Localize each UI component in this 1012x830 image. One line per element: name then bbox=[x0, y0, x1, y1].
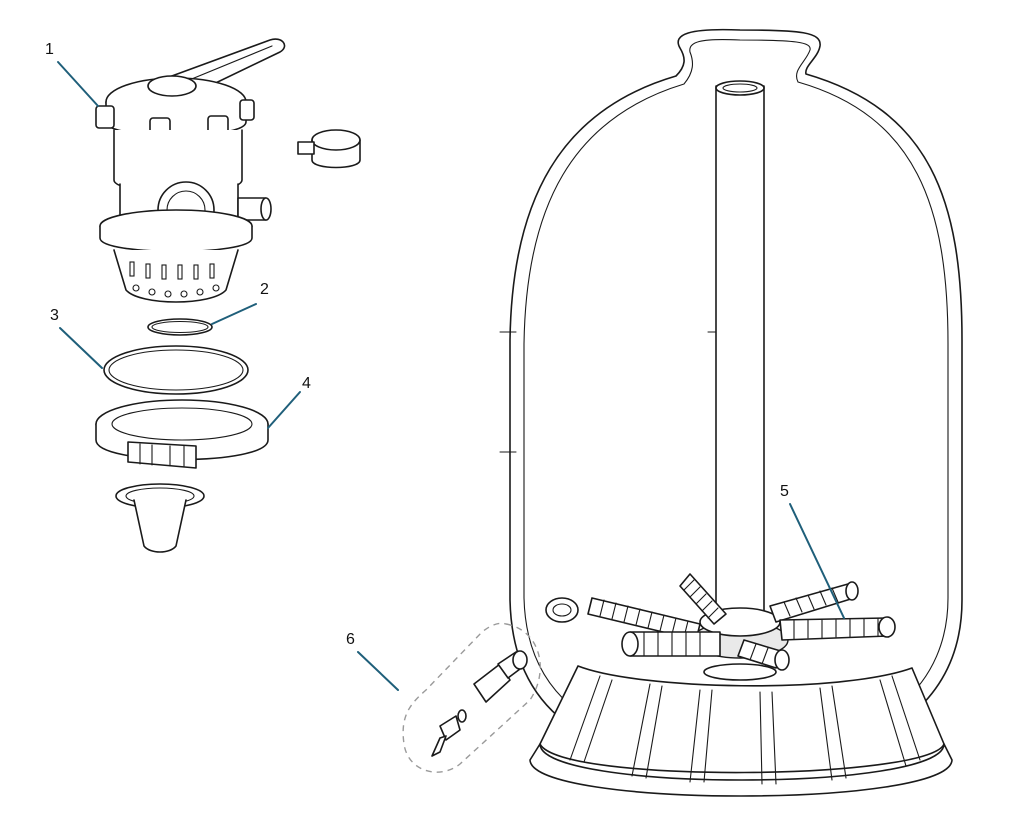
leader-line-4 bbox=[267, 391, 301, 429]
callout-1: 1 bbox=[45, 41, 54, 58]
diffuser-cup bbox=[115, 483, 205, 553]
callout-6: 6 bbox=[346, 631, 355, 648]
callout-4: 4 bbox=[302, 375, 311, 392]
leader-line-3 bbox=[59, 327, 103, 369]
lateral-tubes bbox=[587, 573, 896, 671]
leader-line-5 bbox=[789, 503, 845, 619]
callout-5: 5 bbox=[780, 483, 789, 500]
filter-tank bbox=[499, 28, 963, 797]
leader-line-6 bbox=[357, 651, 399, 691]
callout-2: 2 bbox=[260, 281, 269, 298]
multiport-valve bbox=[95, 38, 286, 303]
gauge-plug bbox=[297, 129, 361, 169]
tank-base bbox=[529, 665, 953, 797]
large-o-ring bbox=[103, 345, 249, 395]
basket-slots bbox=[129, 261, 220, 298]
drain-assembly bbox=[402, 622, 541, 773]
clamp-ring bbox=[95, 399, 269, 469]
callout-3: 3 bbox=[50, 307, 59, 324]
leader-lines bbox=[57, 61, 845, 691]
leader-line-2 bbox=[211, 303, 257, 325]
leader-line-1 bbox=[57, 61, 99, 107]
